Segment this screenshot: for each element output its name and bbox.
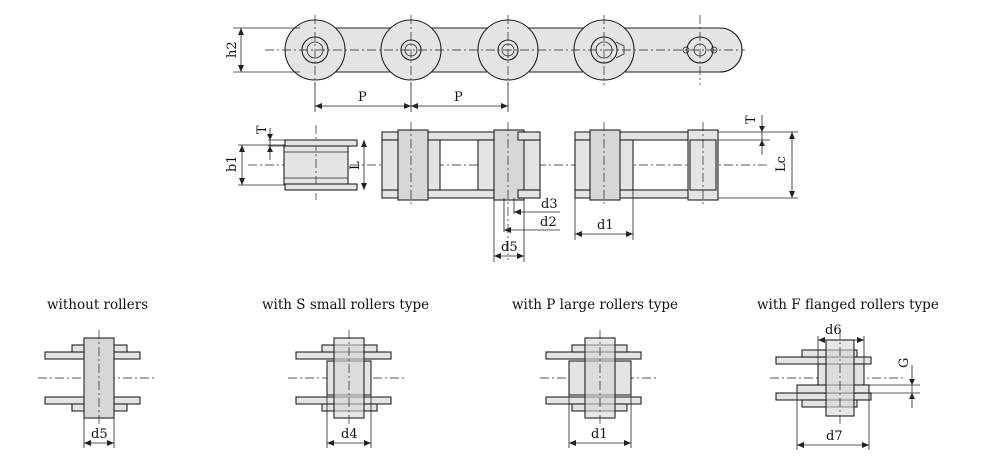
pitch-label-1: P (358, 90, 367, 105)
caption-without-rollers: without rollers (47, 297, 148, 313)
caption-large-rollers: with P large rollers type (512, 297, 678, 313)
v4-d6-label: d6 (825, 323, 842, 338)
caption-flanged-rollers: with F flanged rollers type (757, 297, 939, 313)
d2-arrow (504, 227, 511, 233)
plate-upper-c (517, 131, 541, 141)
h2-label: h2 (225, 41, 240, 58)
d2-label: d2 (540, 215, 557, 230)
variant-small-rollers: d4 (288, 330, 405, 448)
b1-label: b1 (225, 155, 240, 172)
v4-g-label: G (897, 358, 912, 368)
plate-upper-left (284, 139, 358, 147)
v4-plate-bot-outer (775, 392, 872, 401)
lc-label: Lc (774, 156, 789, 172)
d1-label: d1 (597, 218, 614, 233)
pin-center (493, 129, 525, 201)
caption-small-rollers: with S small rollers type (262, 297, 429, 313)
v1-dim-label: d5 (91, 427, 108, 442)
l-label: L (348, 161, 363, 170)
variant-without-rollers: d5 (38, 330, 155, 448)
v2-dim-label: d4 (341, 427, 358, 442)
clip-left (682, 46, 690, 54)
variant-large-rollers: d1 (540, 330, 657, 448)
t-right-arrows (759, 126, 765, 146)
v1-arrows (84, 440, 114, 446)
pitch-label-2: P (454, 90, 463, 105)
pitch-arrows (315, 103, 508, 109)
side-view: T b1 L T Lc d3 d2 d5 (225, 115, 798, 262)
v4-d7-label: d7 (826, 429, 843, 444)
v4-plate-top-outer (775, 356, 872, 365)
d3-label: d3 (541, 197, 558, 212)
v3-dim-label: d1 (591, 427, 608, 442)
t-left-label: T (255, 125, 270, 134)
d5-arrows (494, 253, 524, 259)
lc-arrows (789, 132, 795, 198)
pin-section-2 (397, 129, 429, 201)
t-right-label: T (744, 115, 759, 124)
d3-arrow (514, 209, 521, 215)
plate-lower-left (284, 183, 358, 191)
v4-g-arrows (909, 379, 915, 399)
t-left-arrows (267, 134, 273, 152)
variant-flanged-rollers: d6 G d7 (770, 323, 920, 450)
plate-lower-c (517, 189, 541, 199)
d1-arrows (575, 231, 633, 237)
v3-arrows (569, 440, 631, 446)
pin-section-4 (589, 129, 621, 201)
d5-label: d5 (501, 240, 518, 255)
top-view: h2 P P (225, 15, 745, 112)
